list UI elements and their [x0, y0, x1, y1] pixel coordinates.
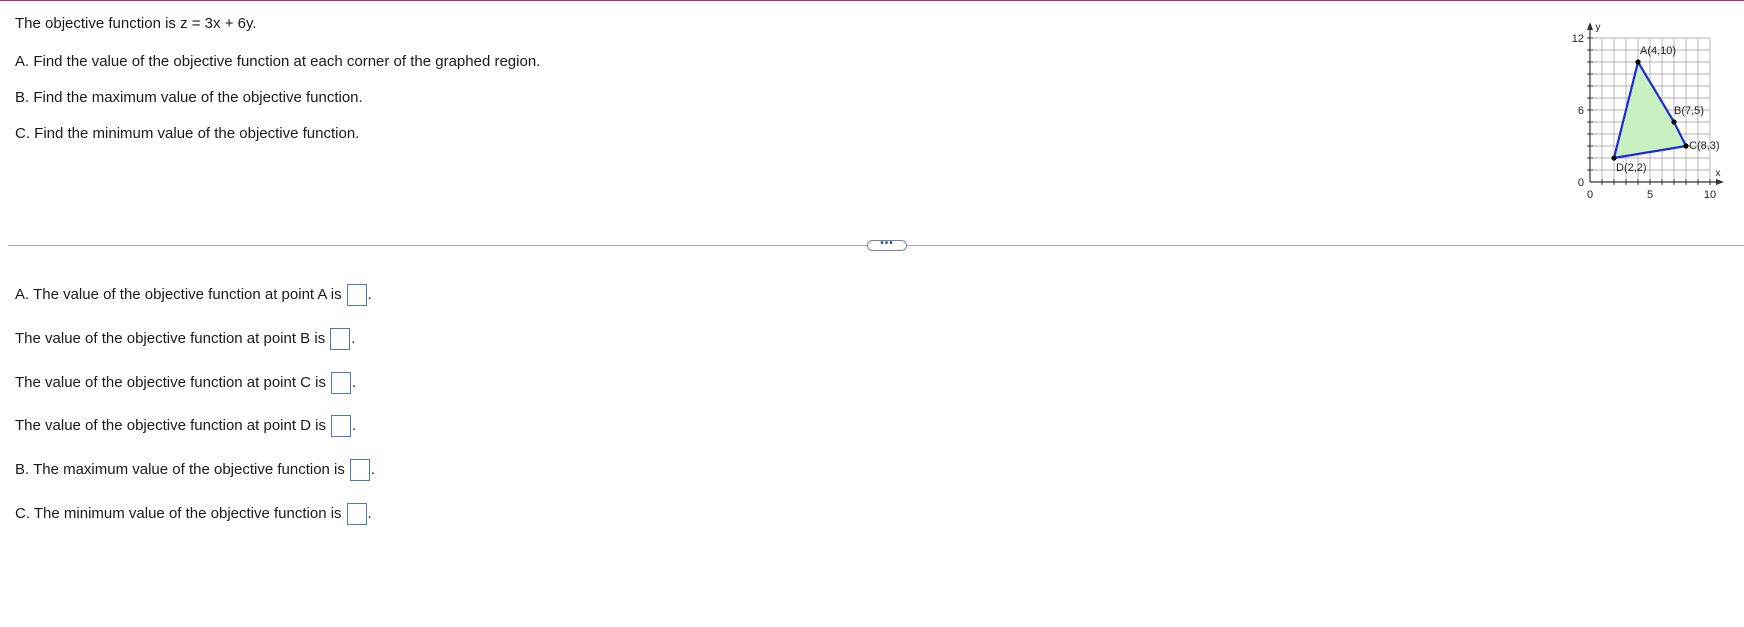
divider-expand-handle[interactable]: ••• [867, 239, 907, 251]
graph-points [1611, 59, 1689, 161]
y-tick-label: 0 [1578, 177, 1584, 189]
feasible-region-graph: 0 5 10 0 6 12 x yA(4,10) B(7,5) C(8,3) D(2,2) [1572, 22, 1724, 201]
answer-a-label: A. The value of the objective function a… [15, 286, 342, 303]
answer-row-b: The value of the objective function at p… [15, 327, 355, 351]
corner-point-label: D(2,2) [1616, 162, 1647, 174]
answer-b-label: The value of the objective function at p… [15, 330, 326, 347]
answer-max-label: B. The maximum value of the objective fu… [15, 461, 345, 478]
answer-input-point-a[interactable] [346, 284, 367, 306]
answer-max-period: . [370, 461, 376, 478]
answer-row-c: The value of the objective function at p… [15, 371, 356, 395]
y-tick-label: 12 [1572, 33, 1584, 45]
part-a-instruction: A. Find the value of the objective funct… [15, 53, 541, 70]
x-tick-label: 5 [1647, 189, 1653, 201]
objective-statement: The objective function is z = 3x + 6y. [15, 15, 257, 32]
answer-row-max: B. The maximum value of the objective fu… [15, 458, 375, 482]
corner-point [1671, 119, 1677, 125]
y-axis-label: y [1596, 22, 1601, 33]
answer-a-period: . [367, 286, 372, 303]
answer-input-point-d[interactable] [331, 415, 352, 437]
corner-point [1683, 143, 1689, 149]
answer-d-period: . [352, 417, 357, 434]
answer-min-period: . [367, 505, 372, 522]
top-rule [0, 0, 1744, 1]
x-tick-label: 0 [1587, 189, 1593, 201]
answer-min-label: C. The minimum value of the objective fu… [15, 505, 342, 522]
part-c-instruction: C. Find the minimum value of the objecti… [15, 125, 360, 142]
x-axis-label: x [1716, 168, 1721, 179]
part-b-instruction: B. Find the maximum value of the objecti… [15, 89, 363, 106]
answer-input-point-b[interactable] [330, 328, 351, 350]
answer-row-a: A. The value of the objective function a… [15, 283, 372, 307]
corner-point-label: C(8,3) [1689, 140, 1720, 152]
answer-b-period: . [351, 330, 356, 347]
answer-row-min: C. The minimum value of the objective fu… [15, 502, 372, 526]
corner-point-label: B(7,5) [1674, 105, 1704, 117]
graph-axes [1587, 22, 1724, 185]
corner-point [1611, 155, 1617, 161]
answer-c-period: . [352, 374, 357, 391]
corner-point-label: A(4,10) [1640, 45, 1676, 57]
corner-point [1635, 59, 1641, 65]
graph-labels: 0 5 10 0 6 12 x yA(4,10) B(7,5) C(8,3) D(2,2) [1572, 22, 1721, 201]
answer-c-label: The value of the objective function at p… [15, 374, 327, 391]
answer-input-point-c[interactable] [331, 372, 352, 394]
y-axis-arrow [1587, 22, 1593, 30]
answer-row-d: The value of the objective function at p… [15, 414, 356, 438]
answer-input-maximum[interactable] [349, 459, 370, 481]
x-tick-label: 10 [1704, 189, 1716, 201]
x-axis-arrow [1716, 179, 1724, 185]
answer-d-label: The value of the objective function at p… [15, 417, 327, 434]
answer-input-minimum[interactable] [346, 503, 367, 525]
y-tick-label: 6 [1578, 105, 1584, 117]
